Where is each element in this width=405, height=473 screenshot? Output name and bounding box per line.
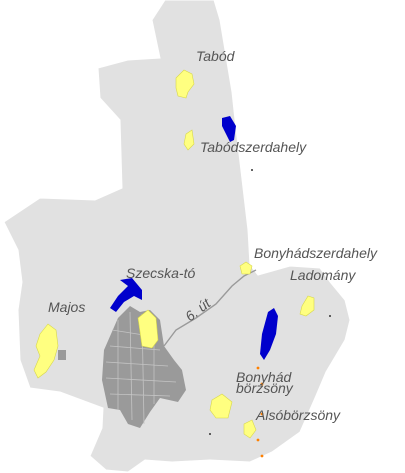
majos-building: [58, 350, 66, 360]
label-szecska-to: Szecska-tó: [126, 265, 195, 281]
town-area[interactable]: [102, 306, 186, 428]
village-bonyhadszerdahely[interactable]: [239, 261, 253, 275]
label-bonyhadszerdahely: Bonyhádszerdahely: [254, 245, 378, 261]
lake-tabodszerdahely[interactable]: [222, 116, 236, 142]
village-alsoborzsony[interactable]: [243, 419, 257, 439]
label-alsoborzsony: Alsóbörzsöny: [255, 407, 341, 423]
village-tabodszerdahely[interactable]: [183, 129, 195, 151]
label-tabodszerdahely: Tabódszerdahely: [200, 139, 307, 155]
dot-marker-icon: [256, 366, 264, 458]
town-grid-lines: [105, 311, 177, 425]
lake-szecska-to[interactable]: [110, 278, 142, 312]
road-6: [163, 269, 257, 347]
village-ladomany[interactable]: [299, 295, 315, 317]
village-borzsony[interactable]: [209, 393, 233, 419]
village-szecska[interactable]: [137, 309, 159, 349]
village-tabod[interactable]: [175, 69, 195, 99]
label-tabod: Tabód: [196, 48, 236, 64]
lake-bonyhad[interactable]: [260, 308, 278, 360]
small-point-marks: [209, 169, 331, 435]
village-majos[interactable]: [33, 323, 59, 379]
label-majos: Majos: [48, 299, 85, 315]
label-borzsony: börzsöny: [236, 380, 294, 396]
label-ladomany: Ladomány: [290, 267, 356, 283]
label-bonyhad: Bonyhád: [236, 369, 292, 385]
